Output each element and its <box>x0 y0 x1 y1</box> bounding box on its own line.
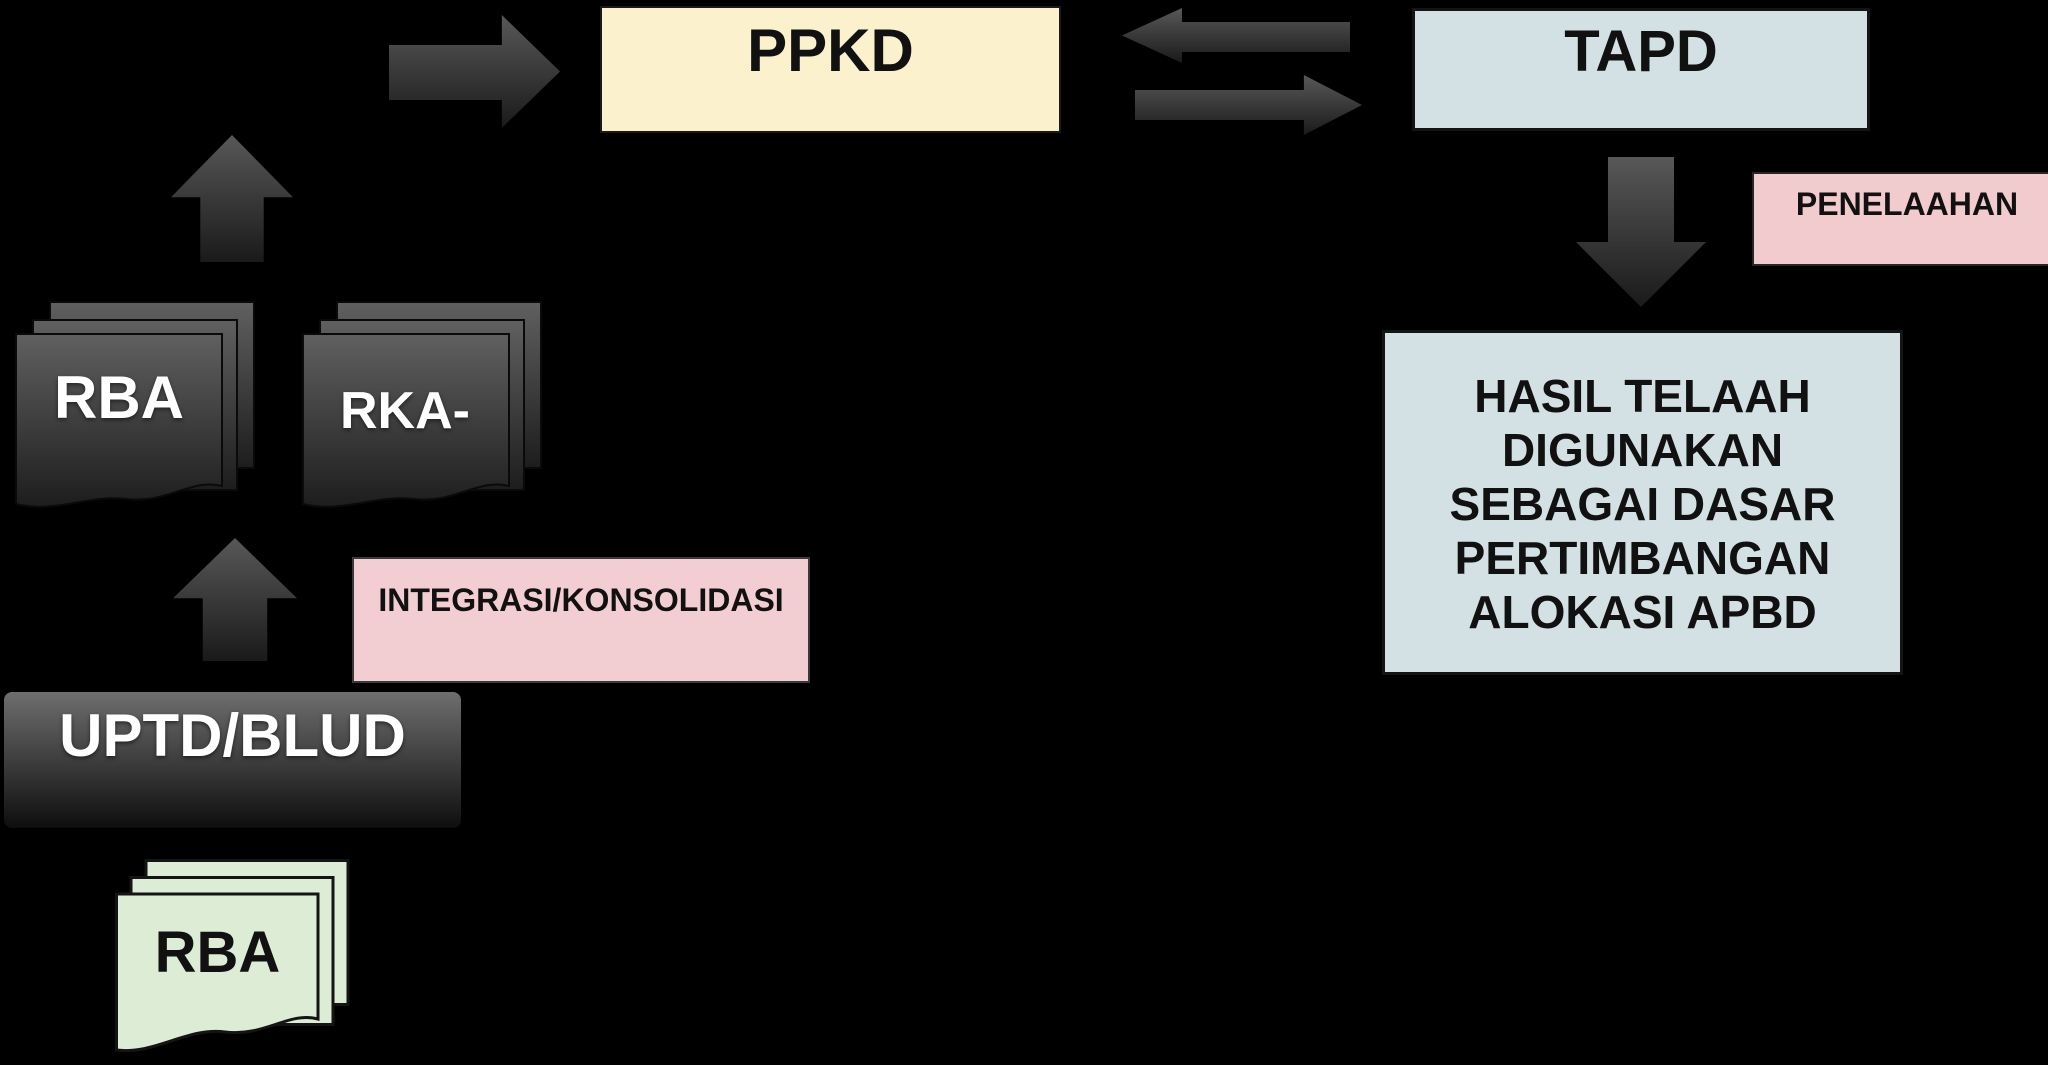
doc-stack-rka-icon <box>302 301 542 508</box>
hasil-line-4: PERTIMBANGAN <box>1454 532 1831 584</box>
penelaahan-text: PENELAAHAN <box>1795 186 2019 222</box>
hasil-line-1: HASIL TELAAH <box>1474 370 1811 422</box>
node-tapd-label: TAPD <box>1564 19 1718 84</box>
left-arrow-icon-tapd-to-ppkd <box>1122 8 1350 63</box>
label-integrasi-konsolidasi: INTEGRASI/KONSOLIDASI <box>352 557 810 683</box>
up-arrow-icon-1 <box>171 135 293 262</box>
hasil-line-2: DIGUNAKAN <box>1501 424 1784 476</box>
integrasi-text: INTEGRASI/KONSOLIDASI <box>378 582 784 618</box>
rba-green-label: RBA <box>154 920 281 985</box>
down-arrow-icon-tapd-to-hasil <box>1576 157 1706 307</box>
hasil-line-5: ALOKASI APBD <box>1468 586 1817 638</box>
node-tapd: TAPD <box>1412 8 1870 131</box>
doc-stack-rba-green-icon <box>115 859 350 1053</box>
hasil-line-3: SEBAGAI DASAR <box>1449 478 1836 530</box>
doc-stack-rba-icon <box>15 301 255 508</box>
rba-dark-label: RBA <box>54 364 184 431</box>
label-penelaahan: PENELAAHAN <box>1752 172 2048 266</box>
node-ppkd-label: PPKD <box>747 17 914 84</box>
node-hasil-telaah: HASIL TELAAH DIGUNAKAN SEBAGAI DASAR PER… <box>1382 330 1903 675</box>
right-arrow-icon-to-ppkd <box>389 15 560 128</box>
up-arrow-icon-2 <box>173 538 297 661</box>
right-arrow-icon-ppkd-to-tapd <box>1135 75 1362 135</box>
rka-dark-label: RKA- <box>340 382 470 440</box>
uptd-blud-label: UPTD/BLUD <box>59 702 406 769</box>
node-ppkd: PPKD <box>600 6 1061 133</box>
node-uptd-blud: UPTD/BLUD <box>4 692 461 828</box>
